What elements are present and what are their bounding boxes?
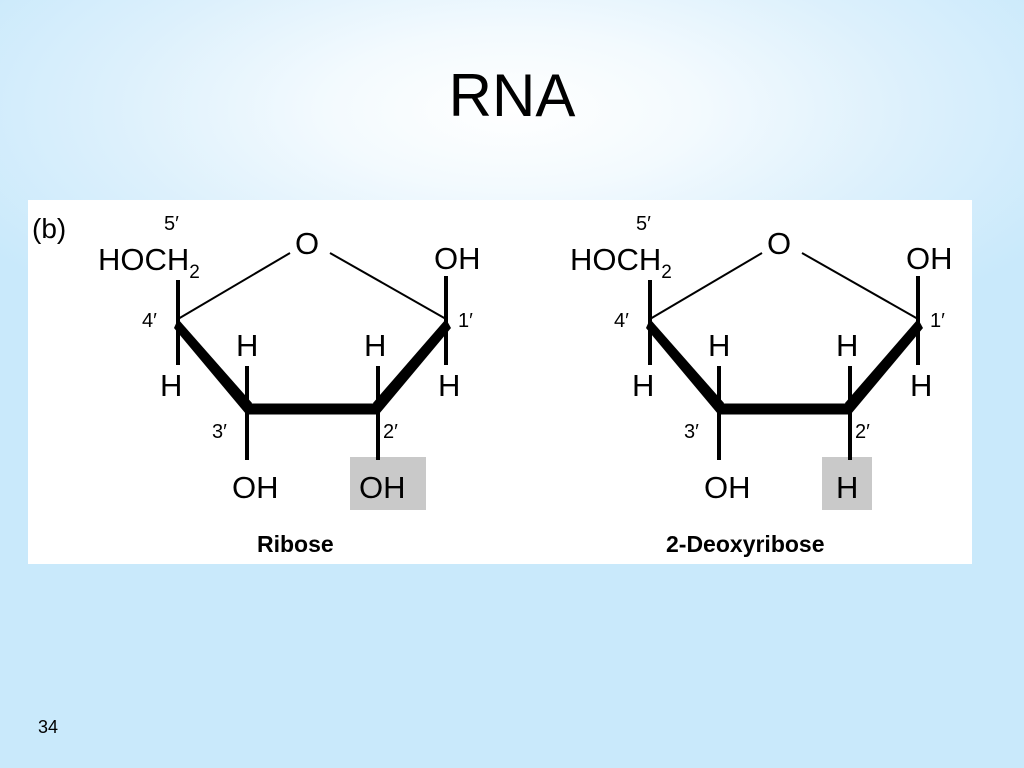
- ring-bond-c4-o: [177, 252, 291, 320]
- c5-label: 5′: [636, 213, 651, 235]
- c2-substituent-highlight: [822, 457, 872, 510]
- c1-label: 1′: [458, 310, 473, 332]
- ring-bond-c4-c3-wedge: [174, 319, 252, 414]
- hoch2-main: HOCH: [570, 242, 661, 277]
- sugar-structure-figure: (b) O 5′ HOCH2 OH 4′ 1′ H H H: [28, 200, 972, 564]
- hoch2-main: HOCH: [98, 242, 189, 277]
- c3-label: 3′: [684, 421, 699, 443]
- panel-label: (b): [32, 213, 66, 244]
- slide-title: RNA: [448, 62, 576, 129]
- c1-label: 1′: [930, 310, 945, 332]
- ring-oxygen: O: [295, 226, 319, 261]
- c3-label: 3′: [212, 421, 227, 443]
- ring-bond-c4-o: [649, 252, 763, 320]
- c2-label: 2′: [383, 421, 398, 443]
- c1-oh: OH: [906, 241, 953, 276]
- c4-h: H: [160, 368, 182, 403]
- hoch2-group: HOCH2: [98, 242, 200, 283]
- ring-bond-c4-c3-wedge: [646, 319, 724, 414]
- deoxyribose-structure: O 5′ HOCH2 OH 4′ 1′ H H H H 3′ 2′ OH H 2…: [570, 213, 953, 557]
- c5-label: 5′: [164, 213, 179, 235]
- c2-substituent: OH: [359, 470, 406, 505]
- c4-label: 4′: [142, 310, 157, 332]
- c3-h: H: [708, 328, 730, 363]
- hoch2-subscript: 2: [189, 262, 200, 283]
- c4-h: H: [632, 368, 654, 403]
- sugar-structures-diagram: (b) O 5′ HOCH2 OH 4′ 1′ H H H: [32, 213, 953, 557]
- c3-h: H: [236, 328, 258, 363]
- c1-oh: OH: [434, 241, 481, 276]
- c3-oh: OH: [704, 470, 751, 505]
- c1-h: H: [910, 368, 932, 403]
- c4-label: 4′: [614, 310, 629, 332]
- hoch2-subscript: 2: [661, 262, 672, 283]
- c2-substituent-highlight: [350, 457, 426, 510]
- page-number: 34: [38, 717, 59, 737]
- ribose-structure: O 5′ HOCH2 OH 4′ 1′ H H H H 3′ 2′ OH OH …: [98, 213, 481, 557]
- ring-oxygen: O: [767, 226, 791, 261]
- ring-bond-o-c1: [801, 252, 919, 320]
- ring-bond-o-c1: [329, 252, 447, 320]
- ring-bond-c2-c1-wedge: [845, 319, 923, 414]
- c1-h: H: [438, 368, 460, 403]
- sugar-name: Ribose: [257, 531, 334, 557]
- ring-bond-c2-c1-wedge: [373, 319, 451, 414]
- c3-oh: OH: [232, 470, 279, 505]
- c2-substituent: H: [836, 470, 858, 505]
- c2-h: H: [364, 328, 386, 363]
- c2-label: 2′: [855, 421, 870, 443]
- c2-h: H: [836, 328, 858, 363]
- sugar-name: 2-Deoxyribose: [666, 531, 825, 557]
- hoch2-group: HOCH2: [570, 242, 672, 283]
